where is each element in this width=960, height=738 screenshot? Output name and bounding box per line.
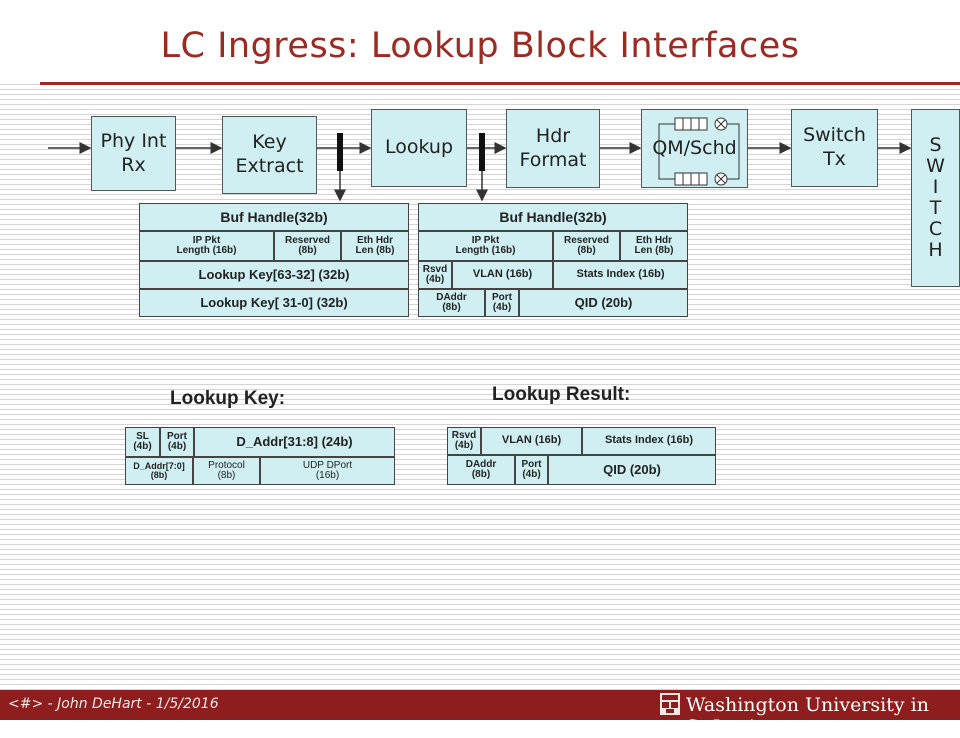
key-extract-block: Key Extract [222,116,317,194]
qm-schd-label: QM/Schd [652,136,737,159]
left-lookup-key-lo: Lookup Key[ 31-0] (32b) [139,289,409,317]
ring-bar-right [479,133,485,171]
lookup-block: Lookup [371,109,467,187]
page-title: LC Ingress: Lookup Block Interfaces [160,26,800,66]
switch-tx-block: Switch Tx [791,109,878,187]
connector-lines [48,133,912,202]
phy-int-rx-block: Phy Int Rx [91,116,176,191]
key-sl: SL (4b) [125,427,160,457]
hdr-format-block: Hdr Format [506,109,600,188]
right-rsvd: Rsvd (4b) [418,261,452,289]
key-port: Port (4b) [160,427,194,457]
ring-bar-left [337,133,343,171]
result-daddr: DAddr (8b) [447,455,515,485]
lookup-result-label: Lookup Result: [492,384,631,405]
right-qid: QID (20b) [519,289,688,317]
right-vlan: VLAN (16b) [452,261,553,289]
left-ip-pkt-length: IP Pkt Length (16b) [139,231,274,261]
left-buf-handle: Buf Handle(32b) [139,203,409,231]
university-name: Washington University in St.Louis [686,694,929,738]
title-rule [40,82,960,85]
right-port: Port (4b) [485,289,519,317]
right-eth-hdr-len: Eth Hdr Len (8b) [620,231,688,261]
right-buf-handle: Buf Handle(32b) [418,203,688,231]
footer-bar: <#> - John DeHart - 1/5/2016 Washington … [0,690,960,738]
right-ip-pkt-length: IP Pkt Length (16b) [418,231,553,261]
key-protocol: Protocol (8b) [193,457,260,485]
result-qid: QID (20b) [548,455,716,485]
key-udp-dport: UDP DPort (16b) [260,457,395,485]
result-port: Port (4b) [515,455,548,485]
result-rsvd: Rsvd (4b) [447,427,481,455]
right-reserved: Reserved (8b) [553,231,620,261]
qm-schd-block: QM/Schd [641,109,748,188]
queue-icon [658,117,740,186]
university-shield-icon [660,693,680,715]
left-eth-hdr-len: Eth Hdr Len (8b) [341,231,409,261]
footer-text: <#> - John DeHart - 1/5/2016 [8,696,219,712]
shield-icon [660,693,680,715]
right-stats-index: Stats Index (16b) [553,261,688,289]
right-daddr: DAddr (8b) [418,289,485,317]
lookup-key-label: Lookup Key: [170,388,286,409]
left-reserved: Reserved (8b) [274,231,341,261]
left-lookup-key-hi: Lookup Key[63-32] (32b) [139,261,409,289]
result-vlan: VLAN (16b) [481,427,582,455]
key-daddr-hi: D_Addr[31:8] (24b) [194,427,395,457]
switch-block: S W I T C H [911,109,960,287]
result-stats-index: Stats Index (16b) [582,427,716,455]
key-daddr-lo: D_Addr[7:0] (8b) [125,457,193,485]
